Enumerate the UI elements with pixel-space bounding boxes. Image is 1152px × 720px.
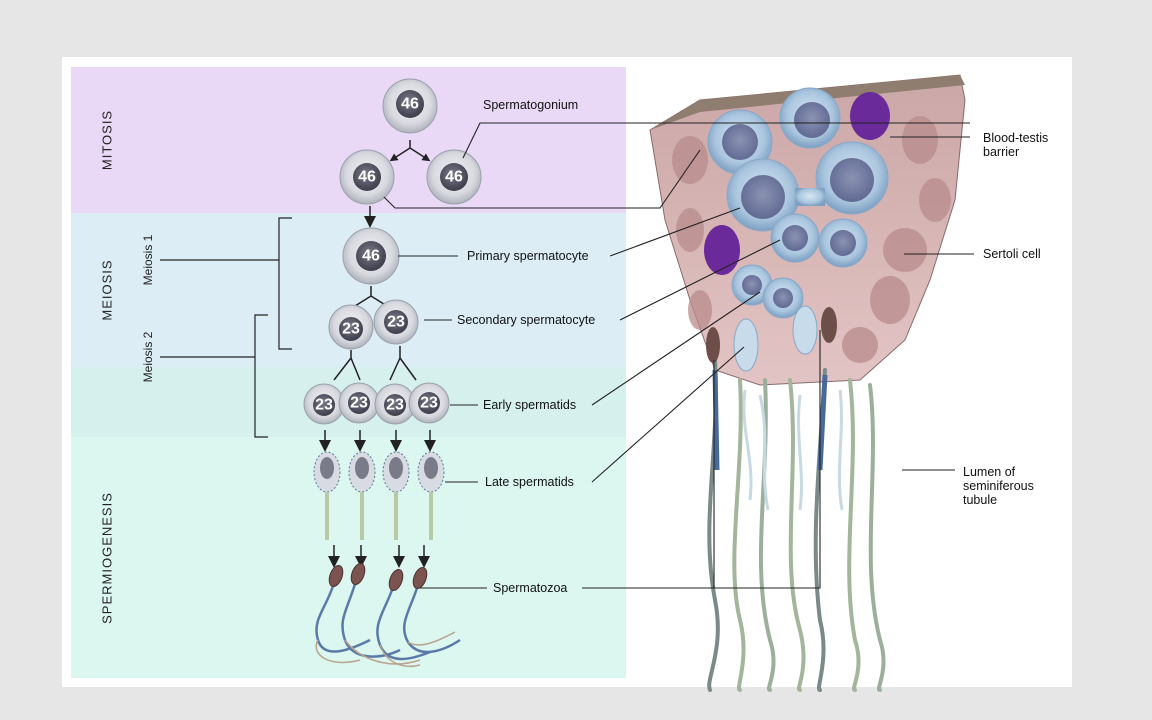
blood-testis-barrier-label: Blood-testis barrier: [983, 131, 1048, 159]
spermatogonium-right-number: 46: [445, 169, 463, 186]
secondary-spermatocyte-cell-2: 23: [374, 300, 418, 344]
early-spermatid-number-3: 23: [386, 397, 404, 414]
secondary-spermatocyte-label: Secondary spermatocyte: [457, 313, 595, 327]
lumen-line-1: Lumen of: [963, 465, 1034, 479]
primary-spermatocyte-number: 46: [362, 248, 380, 265]
sertoli-cell-label: Sertoli cell: [983, 247, 1041, 261]
spermatozoa: [316, 562, 460, 667]
spermiogenesis-label: SPERMIOGENESIS: [100, 492, 115, 624]
secondary-spermatocyte-cell-1: 23: [329, 305, 373, 349]
cell-schematic: 46 46 46 46 23 23: [304, 79, 481, 666]
early-spermatid-cell-2: 23: [339, 383, 379, 423]
meiosis1-label: Meiosis 1: [141, 235, 155, 286]
spermatogonium-top-cell: 46: [383, 79, 437, 133]
early-spermatid-number-2: 23: [350, 395, 368, 412]
blood-testis-barrier-line-1: Blood-testis: [983, 131, 1048, 145]
spermatozoa-label: Spermatozoa: [493, 581, 567, 595]
early-spermatids-label: Early spermatids: [483, 398, 576, 412]
meiosis2-label: Meiosis 2: [141, 332, 155, 383]
secondary-spermatocyte-number-2: 23: [387, 314, 405, 331]
late-spermatids-label: Late spermatids: [485, 475, 574, 489]
spermatogonium-label: Spermatogonium: [483, 98, 578, 112]
seminiferous-tubule-illustration: [650, 75, 965, 690]
brackets: [160, 218, 292, 437]
late-spermatids: [314, 452, 444, 540]
early-spermatid-number-1: 23: [315, 397, 333, 414]
lumen-label: Lumen of seminiferous tubule: [963, 465, 1034, 507]
lumen-line-2: seminiferous: [963, 479, 1034, 493]
early-spermatid-cell-4: 23: [409, 383, 449, 423]
mitosis-label: MITOSIS: [100, 110, 115, 170]
early-spermatid-number-4: 23: [420, 395, 438, 412]
meiosis-label: MEIOSIS: [100, 259, 115, 320]
early-spermatid-cell-1: 23: [304, 384, 344, 424]
spermatogonium-left-cell: 46: [340, 150, 394, 204]
spermatogonium-right-cell: 46: [427, 150, 481, 204]
spermatogonium-top-number: 46: [401, 96, 419, 113]
blood-testis-barrier-line-2: barrier: [983, 145, 1048, 159]
spermatogonium-left-number: 46: [358, 169, 376, 186]
primary-spermatocyte-label: Primary spermatocyte: [467, 249, 589, 263]
lumen-line-3: tubule: [963, 493, 1034, 507]
secondary-spermatocyte-number-1: 23: [342, 321, 360, 338]
primary-spermatocyte-cell: 46: [343, 228, 399, 284]
